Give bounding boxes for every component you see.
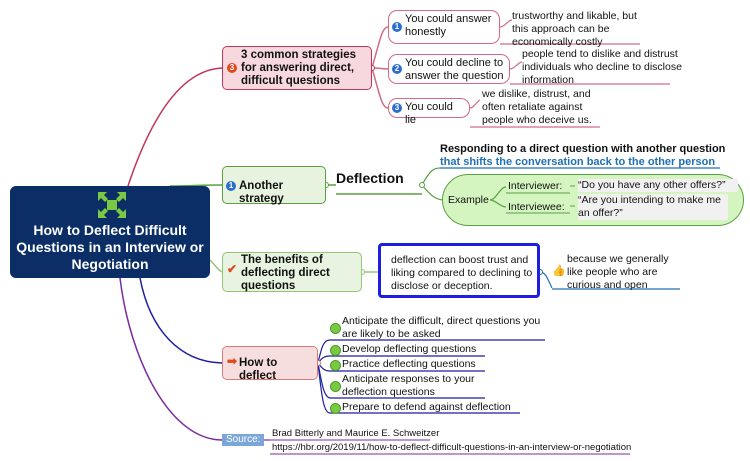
topic-how-to-deflect[interactable]: ➡ How to deflect (222, 346, 318, 382)
topic-another-label: Another strategy (239, 180, 284, 205)
source-authors: Brad Bitterly and Maurice E. Schweitzer (272, 428, 440, 439)
step-3[interactable]: Practice deflecting questions (342, 358, 476, 370)
note-honest: trustworthy and likable, but this approa… (512, 10, 637, 48)
strategy-lie-label: You could lie (405, 101, 453, 126)
interviewer-quote: “Do you have any other offers?” (578, 179, 738, 192)
step-bullet-icon (330, 403, 341, 414)
link-benefits (209, 259, 223, 273)
priority-2-icon: 2 (392, 64, 402, 74)
example-label: Example (448, 194, 489, 206)
checkmark-icon: ✔ (227, 262, 238, 276)
step-4[interactable]: Anticipate responses to your deflection … (342, 373, 475, 398)
central-topic[interactable]: How to Deflect Difficult Questions in an… (10, 186, 210, 278)
strategy-honest-label: You could answer honestly (405, 13, 492, 38)
link-strategies (127, 67, 223, 187)
arrow-right-icon: ➡ (227, 354, 238, 368)
step-bullet-icon (330, 345, 341, 356)
benefit-box[interactable]: deflection can boost trust and liking co… (378, 243, 540, 298)
topic-how-label: How to deflect (239, 357, 278, 382)
interviewee-quote: “Are you intending to make me an offer?” (578, 194, 728, 220)
step-bullet-icon (330, 381, 341, 392)
interviewee-label: Interviewee: (508, 201, 565, 213)
priority-1-icon: 1 (392, 22, 402, 32)
step-1[interactable]: Anticipate the difficult, direct questio… (342, 315, 541, 340)
deflection-description: Responding to a direct question with ano… (440, 143, 725, 169)
topic-strategies-label: 3 common strategies for answering direct… (241, 49, 357, 87)
central-title: How to Deflect Difficult Questions in an… (16, 222, 204, 272)
thumbs-up-icon: 👍 (552, 265, 566, 277)
note-lie: we dislike, distrust, and often retaliat… (482, 88, 592, 126)
link-source (119, 277, 223, 441)
source-url[interactable]: https://hbr.org/2019/11/how-to-deflect-d… (272, 442, 632, 453)
source-tag: Source: (222, 434, 265, 446)
note-decline: people tend to dislike and distrust indi… (522, 48, 682, 86)
priority-3-blue-icon: 3 (392, 103, 402, 113)
step-bullet-icon (330, 323, 341, 334)
deflection-desc-line1: Responding to a direct question with ano… (440, 143, 726, 155)
link-another (169, 184, 223, 187)
interviewer-label: Interviewer: (508, 180, 563, 192)
benefit-reason: because we generally like people who are… (567, 253, 669, 291)
topic-another-strategy[interactable]: 1 Another strategy (222, 166, 326, 205)
strategy-honest[interactable]: 1 You could answer honestly (388, 10, 500, 44)
strategy-decline[interactable]: 2 You could decline to answer the questi… (388, 54, 510, 84)
step-2[interactable]: Develop deflecting questions (342, 343, 477, 355)
priority-3-icon: 3 (227, 63, 237, 73)
deflection-label[interactable]: Deflection (336, 170, 404, 186)
topic-benefits-label: The benefits of deflecting direct questi… (241, 254, 330, 292)
topic-benefits[interactable]: ✔ The benefits of deflecting direct ques… (222, 252, 362, 292)
strategy-lie[interactable]: 3 You could lie (388, 98, 470, 126)
link-how (139, 277, 223, 364)
deflection-desc-line2: that shifts the conversation back to the… (440, 156, 716, 168)
topic-strategies[interactable]: 3 3 common strategies for answering dire… (222, 46, 372, 90)
step-5[interactable]: Prepare to defend against deflection (342, 401, 511, 413)
arrows-out-icon (98, 192, 126, 218)
strategy-decline-label: You could decline to answer the question (405, 57, 504, 82)
priority-1-icon: 1 (226, 181, 236, 191)
step-bullet-icon (330, 360, 341, 371)
